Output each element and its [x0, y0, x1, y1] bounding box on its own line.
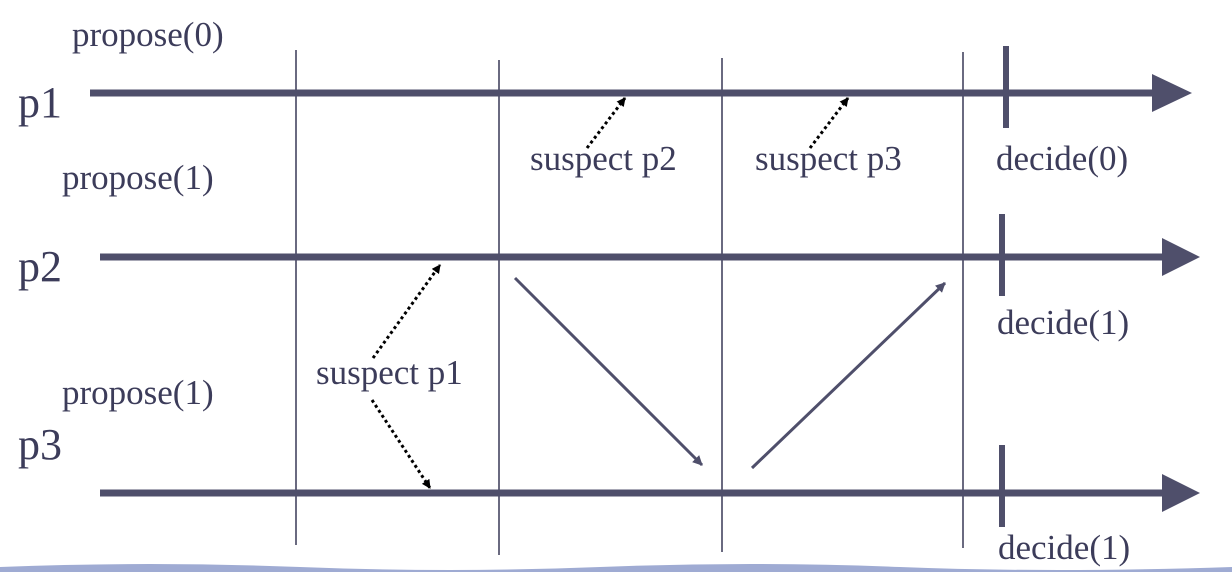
suspect-p1-arrow-up — [371, 264, 442, 359]
suspect-label-p3: suspect p3 — [755, 139, 902, 178]
suspect-p1-arrow-down — [370, 399, 432, 489]
propose-label-p1: propose(0) — [72, 15, 224, 54]
process-label-p2: p2 — [18, 242, 62, 291]
process-label-p1: p1 — [18, 78, 62, 127]
suspect-label-p2: suspect p2 — [530, 139, 677, 178]
decide-label-p2: decide(1) — [997, 303, 1130, 342]
process-label-p3: p3 — [18, 420, 62, 469]
propose-label-p3: propose(1) — [62, 373, 214, 412]
message-arrow-p3-to-p2 — [750, 281, 947, 470]
message-arrow-p2-to-p3 — [513, 276, 704, 467]
timeline-p2-arrowhead — [1162, 238, 1200, 276]
bottom-wave-decoration — [0, 564, 1232, 572]
suspect-p2-arrow — [585, 97, 627, 149]
suspect-label-p1: suspect p1 — [316, 353, 463, 392]
suspect-p3-arrow — [808, 97, 850, 149]
timeline-p3-arrowhead — [1162, 474, 1200, 512]
decide-label-p1: decide(0) — [996, 139, 1129, 178]
propose-label-p2: propose(1) — [62, 158, 214, 197]
decide-label-p3: decide(1) — [998, 528, 1131, 567]
timeline-p1-arrowhead — [1152, 74, 1192, 112]
